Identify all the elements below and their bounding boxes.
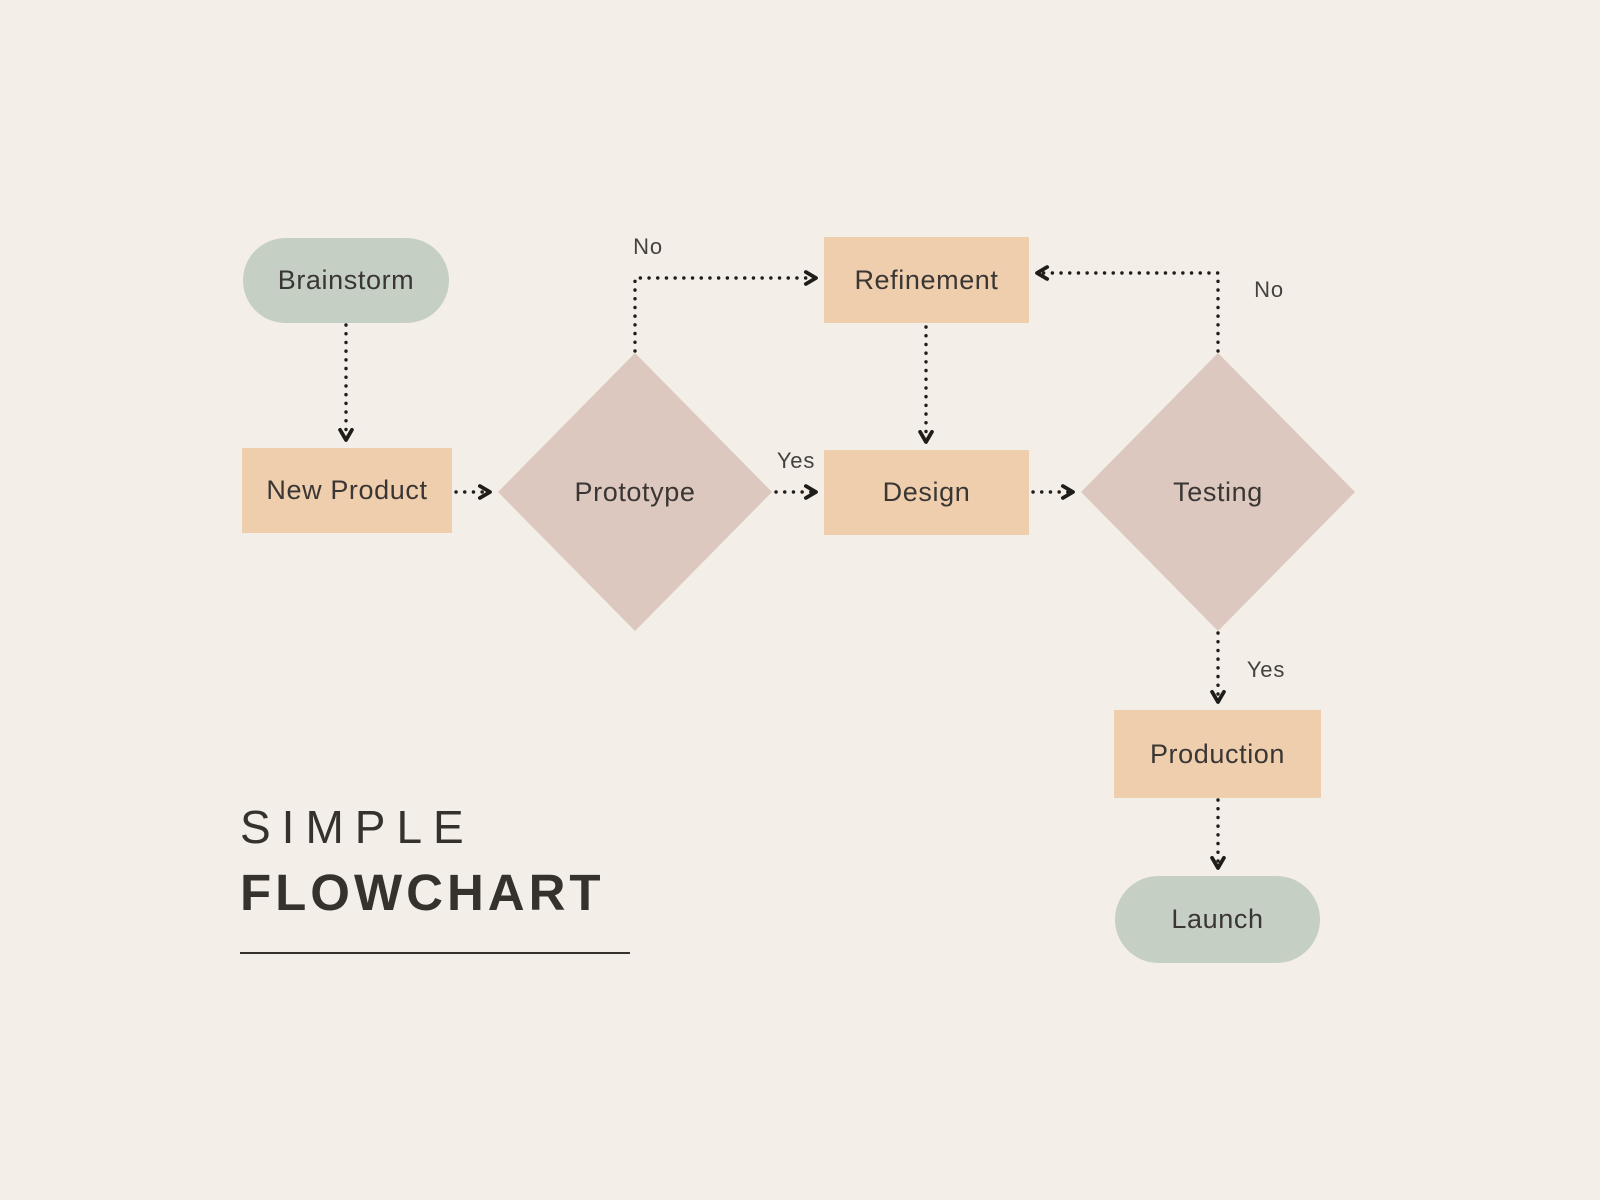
edge-prototype-no-to-refinement <box>633 270 818 353</box>
node-new-product-label: New Product <box>266 475 428 505</box>
node-production: Production <box>1114 710 1321 798</box>
edge-testing-no-to-refinement <box>1035 265 1220 353</box>
node-launch-label: Launch <box>1171 904 1264 934</box>
node-launch: Launch <box>1115 876 1320 963</box>
node-new-product: New Product <box>242 448 452 533</box>
title-line-simple: SIMPLE <box>240 801 475 853</box>
node-design-label: Design <box>882 477 971 507</box>
node-brainstorm-label: Brainstorm <box>277 265 415 295</box>
node-refinement-label: Refinement <box>854 264 999 295</box>
edge-label-prototype-no: No <box>633 234 663 259</box>
title-underline <box>240 952 630 954</box>
title-block: SIMPLE FLOWCHART <box>240 804 630 954</box>
node-refinement: Refinement <box>824 237 1029 323</box>
edge-label-testing-no: No <box>1254 277 1284 302</box>
node-design: Design <box>824 450 1029 535</box>
node-production-label: Production <box>1149 738 1286 769</box>
node-prototype-label: Prototype <box>574 476 696 507</box>
node-brainstorm: Brainstorm <box>243 238 449 323</box>
title-line-flowchart: FLOWCHART <box>240 864 605 921</box>
edge-label-prototype-yes: Yes <box>776 448 816 473</box>
node-testing-label: Testing <box>1173 476 1263 507</box>
edge-label-testing-yes: Yes <box>1246 657 1286 682</box>
